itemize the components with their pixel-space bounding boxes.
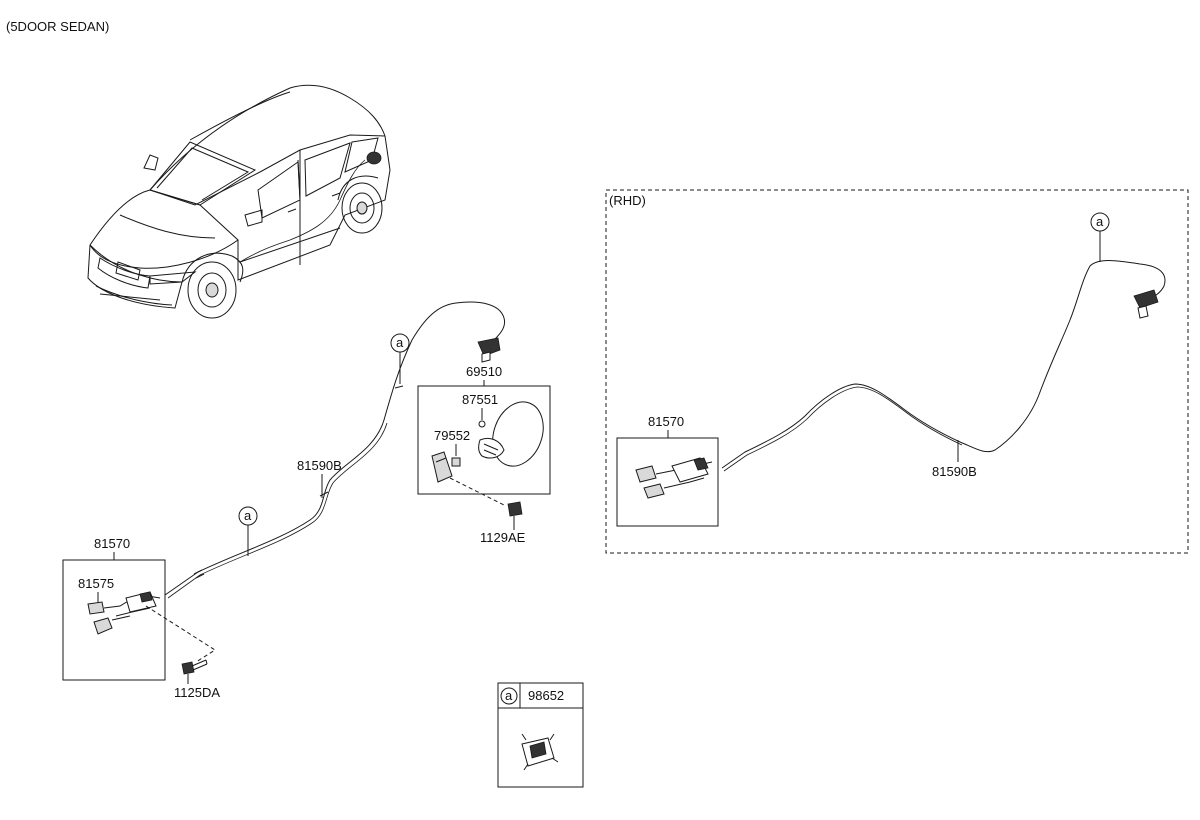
filler-label: 69510 — [466, 364, 502, 379]
callout-a-lower: a — [244, 508, 252, 523]
rhd-callout: a — [1096, 214, 1104, 229]
bumper-label: 87551 — [462, 392, 498, 407]
legend-callout: a — [505, 688, 513, 703]
rhd-title: (RHD) — [609, 193, 646, 208]
bolt-1125da: 1125DA — [174, 659, 220, 700]
callout-circle — [500, 687, 518, 705]
latch-box: 81570 81575 — [62, 536, 216, 681]
bolt-label: 1125DA — [174, 685, 220, 700]
screw-label: 1129AE — [480, 530, 526, 545]
legend-box: a 98652 — [497, 682, 584, 788]
fuel-filler-box: 69510 87551 79552 — [417, 364, 551, 507]
latch-label: 81570 — [94, 536, 130, 551]
hinge-label: 79552 — [434, 428, 470, 443]
rhd-section: (RHD) a 81590B 81570 — [605, 189, 1189, 554]
legend-part-number: 98652 — [528, 688, 564, 703]
handle-label: 81575 — [78, 576, 114, 591]
callout-a-upper: a — [396, 335, 404, 350]
main-cable-assembly: a a 81590B — [164, 301, 506, 599]
cable-label: 81590B — [297, 458, 342, 473]
car-illustration — [87, 84, 391, 319]
screw-1129ae: 1129AE — [480, 501, 526, 545]
diagram-title: (5DOOR SEDAN) — [6, 19, 109, 34]
rhd-cable-label: 81590B — [932, 464, 977, 479]
rhd-latch-label: 81570 — [648, 414, 684, 429]
